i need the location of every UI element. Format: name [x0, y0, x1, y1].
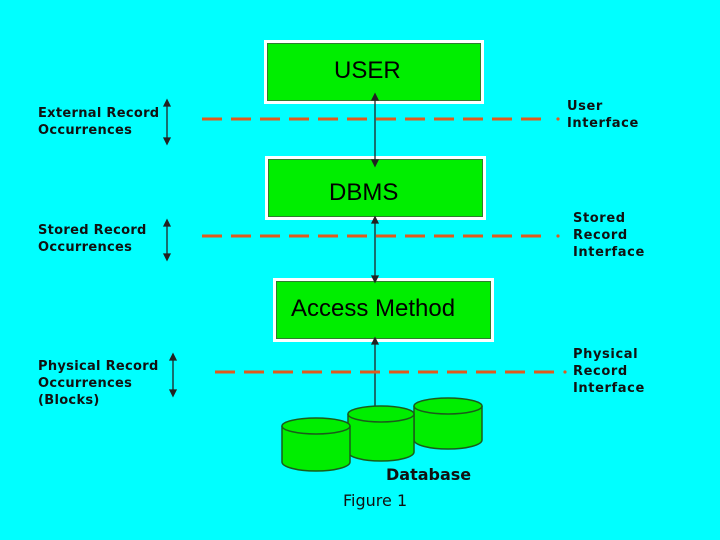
stored-record-interface-label: Stored Record Interface [573, 211, 645, 260]
user-box-label: USER [334, 57, 401, 84]
figure-caption: Figure 1 [343, 491, 408, 510]
disk-left [281, 417, 351, 472]
physical-record-occurrences-label: Physical Record Occurrences (Blocks) [38, 359, 159, 408]
access-method-box: Access Method [273, 278, 494, 342]
database-label: Database [386, 465, 472, 484]
access-method-box-label: Access Method [291, 295, 456, 322]
physical-record-interface-label: Physical Record Interface [573, 347, 645, 396]
stored-record-occurrences-label: Stored Record Occurrences [38, 223, 147, 255]
disk-right [413, 397, 483, 450]
user-interface-label: User Interface [567, 99, 639, 131]
arrowhead-up [370, 92, 380, 101]
arrowhead-down [370, 159, 380, 168]
external-record-occurrences-label: External Record Occurrences [38, 106, 160, 138]
arrowhead-up [370, 336, 380, 345]
arrowhead-down [370, 275, 380, 284]
dbms-box-label: DBMS [329, 179, 399, 206]
database-icon [281, 397, 483, 472]
disk-middle [347, 405, 415, 462]
arrowhead-up [370, 215, 380, 224]
user-box: USER [264, 40, 484, 104]
